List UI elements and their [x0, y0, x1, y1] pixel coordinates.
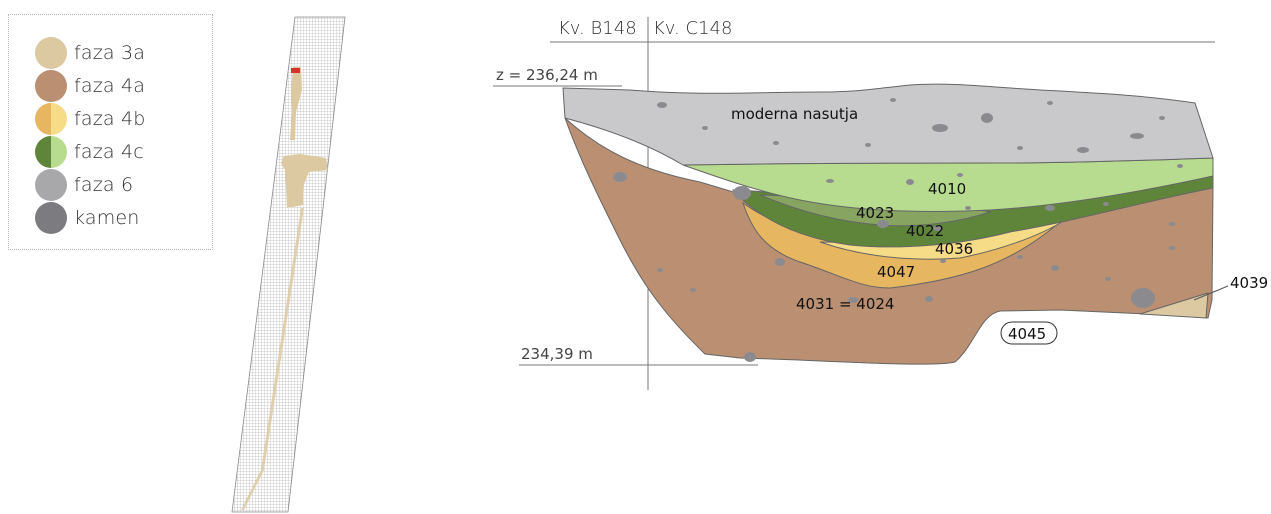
site-plan-strip — [231, 16, 346, 513]
label-4022: 4022 — [906, 222, 944, 240]
legend-label-faza-4c: faza 4c — [74, 141, 144, 163]
legend-box: faza 3a faza 4a faza 4b faza 4c faza 6 k… — [8, 14, 213, 250]
label-moderna-nasutja: moderna nasutja — [731, 105, 858, 123]
legend-label-faza-4a: faza 4a — [74, 75, 146, 97]
legend-label-faza-3a: faza 3a — [74, 42, 146, 64]
label-4039: 4039 — [1230, 274, 1268, 292]
legend-item-kamen: kamen — [35, 202, 140, 234]
label-4031: 4031 = 4024 — [796, 295, 894, 313]
plan-feature-trench — [241, 208, 304, 510]
col-header-right: Kv. C148 — [653, 18, 732, 39]
legend-label-faza-6: faza 6 — [74, 174, 134, 196]
label-4023: 4023 — [856, 204, 894, 222]
legend-swatch-kamen — [35, 202, 67, 234]
legend-swatch-faza-3a — [35, 37, 67, 69]
label-4045: 4045 — [1008, 325, 1046, 343]
outline-4045 — [1000, 321, 1058, 345]
legend-swatch-faza-4a — [35, 70, 67, 102]
legend-label-kamen: kamen — [74, 207, 140, 229]
legend-item-faza-4b: faza 4b — [35, 103, 146, 135]
layer-moderna-nasutja — [562, 83, 1214, 166]
legend-item-faza-6: faza 6 — [35, 169, 134, 201]
legend-item-faza-4c: faza 4c — [35, 136, 144, 168]
legend-swatch-faza-6 — [35, 169, 67, 201]
leader-4039 — [1193, 285, 1229, 301]
label-4010: 4010 — [928, 180, 966, 198]
legend-label-faza-4b: faza 4b — [74, 108, 146, 130]
elevation-bottom: 234,39 m — [521, 345, 593, 363]
plan-feature-main — [281, 154, 328, 208]
plan-marker-red — [291, 68, 300, 73]
legend-swatch-faza-4c — [35, 136, 67, 168]
layer-4039 — [1139, 292, 1209, 319]
label-4047: 4047 — [877, 263, 915, 281]
plan-feature-upper — [290, 67, 302, 140]
legend-swatch-faza-4b — [35, 103, 67, 135]
legend-item-faza-4a: faza 4a — [35, 70, 146, 102]
legend-item-faza-3a: faza 3a — [35, 37, 146, 69]
col-header-left: Kv. B148 — [558, 18, 637, 39]
elevation-top: z = 236,24 m — [496, 66, 598, 84]
stones — [613, 98, 1183, 362]
label-4036: 4036 — [935, 240, 973, 258]
